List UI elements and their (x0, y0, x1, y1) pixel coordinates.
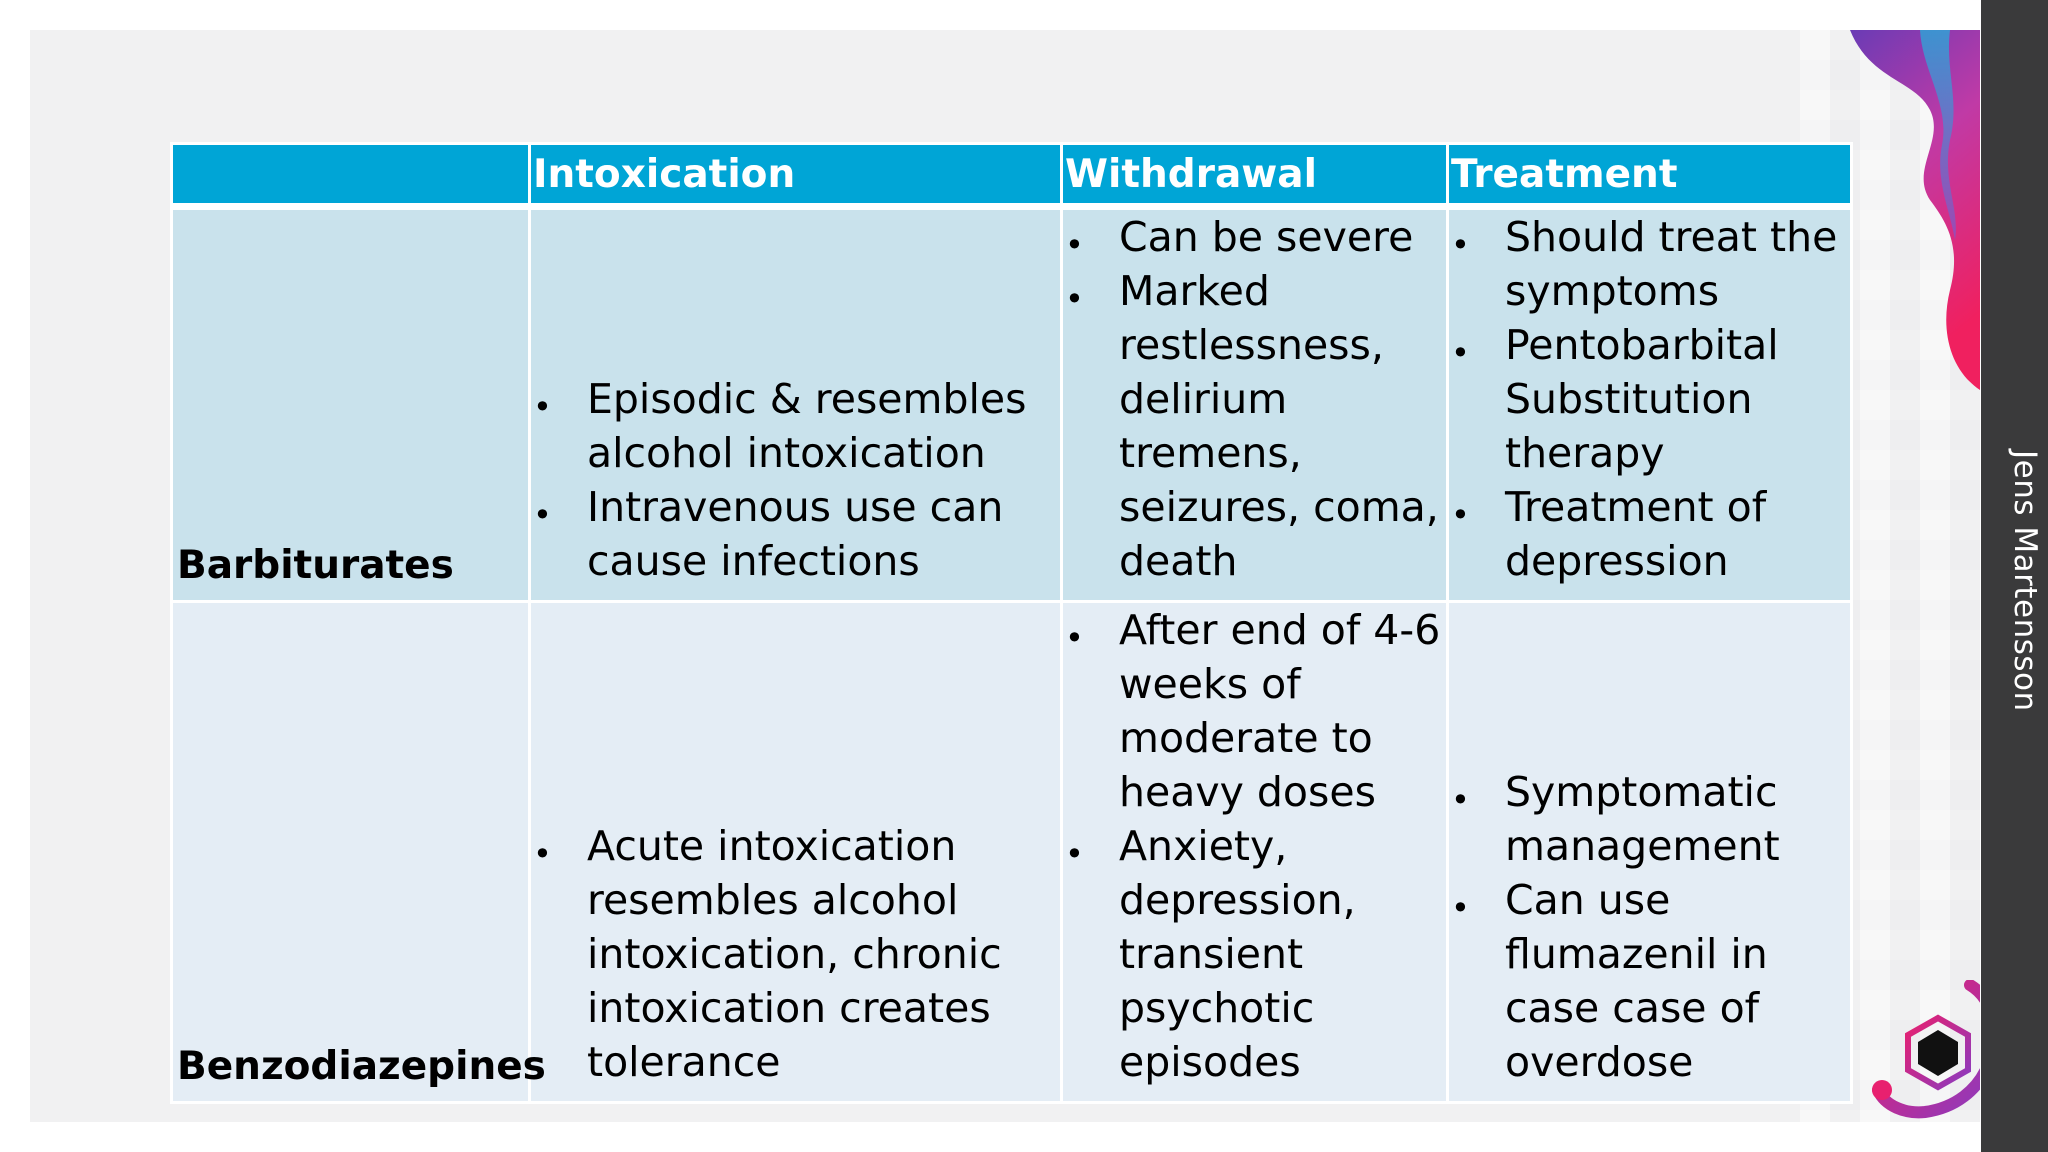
list-item: Episodic & resembles alcohol intoxicatio… (531, 372, 1060, 480)
list-item: Intravenous use can cause infections (531, 480, 1060, 588)
drug-comparison-table: Intoxication Withdrawal Treatment Barbit… (170, 142, 1853, 1104)
cell-withdrawal: After end of 4-6 weeks of moderate to he… (1060, 600, 1449, 1104)
list-item: Acute intoxication resembles alcohol int… (531, 819, 1060, 1089)
list-item: Symptomatic management (1449, 765, 1850, 873)
header-intoxication: Intoxication (528, 142, 1063, 210)
list-item: Treatment of depression (1449, 480, 1850, 588)
cell-treatment: Symptomatic management Can use flumazeni… (1446, 600, 1853, 1104)
cell-intoxication: Acute intoxication resembles alcohol int… (528, 600, 1063, 1104)
list-item: Can be severe (1063, 210, 1446, 272)
table-row: Benzodiazepines Acute intoxication resem… (170, 600, 1853, 1104)
cell-treatment: Should treat the symptoms Pentobarbital … (1446, 205, 1853, 603)
list-item: Should treat the symptoms (1449, 210, 1850, 318)
author-name: Jens Martensson (2007, 450, 2043, 712)
header-treatment: Treatment (1446, 142, 1853, 210)
list-item: Anxiety, depression, transient psychotic… (1063, 819, 1446, 1089)
header-empty (170, 142, 531, 210)
hexagon-logo-icon (1872, 980, 1980, 1119)
cell-intoxication: Episodic & resembles alcohol intoxicatio… (528, 205, 1063, 603)
list-item: Can use flumazenil in case case of overd… (1449, 873, 1850, 1089)
row-label-benzodiazepines: Benzodiazepines (170, 600, 546, 1104)
header-withdrawal: Withdrawal (1060, 142, 1449, 210)
list-item: After end of 4-6 weeks of moderate to he… (1063, 603, 1446, 819)
list-item: Marked restlessness, delirium tremens, s… (1063, 264, 1446, 588)
cell-withdrawal: Can be severe Marked restlessness, delir… (1060, 205, 1449, 603)
table-row: Barbiturates Episodic & resembles alcoho… (170, 205, 1853, 603)
list-item: Pentobarbital Substitution therapy (1449, 318, 1850, 480)
header-row: Intoxication Withdrawal Treatment (170, 142, 1853, 210)
slide: Intoxication Withdrawal Treatment Barbit… (30, 30, 1980, 1122)
decorative-wave-icon (1850, 30, 1980, 390)
sidebar (1981, 0, 2048, 1152)
row-label-barbiturates: Barbiturates (170, 205, 531, 603)
